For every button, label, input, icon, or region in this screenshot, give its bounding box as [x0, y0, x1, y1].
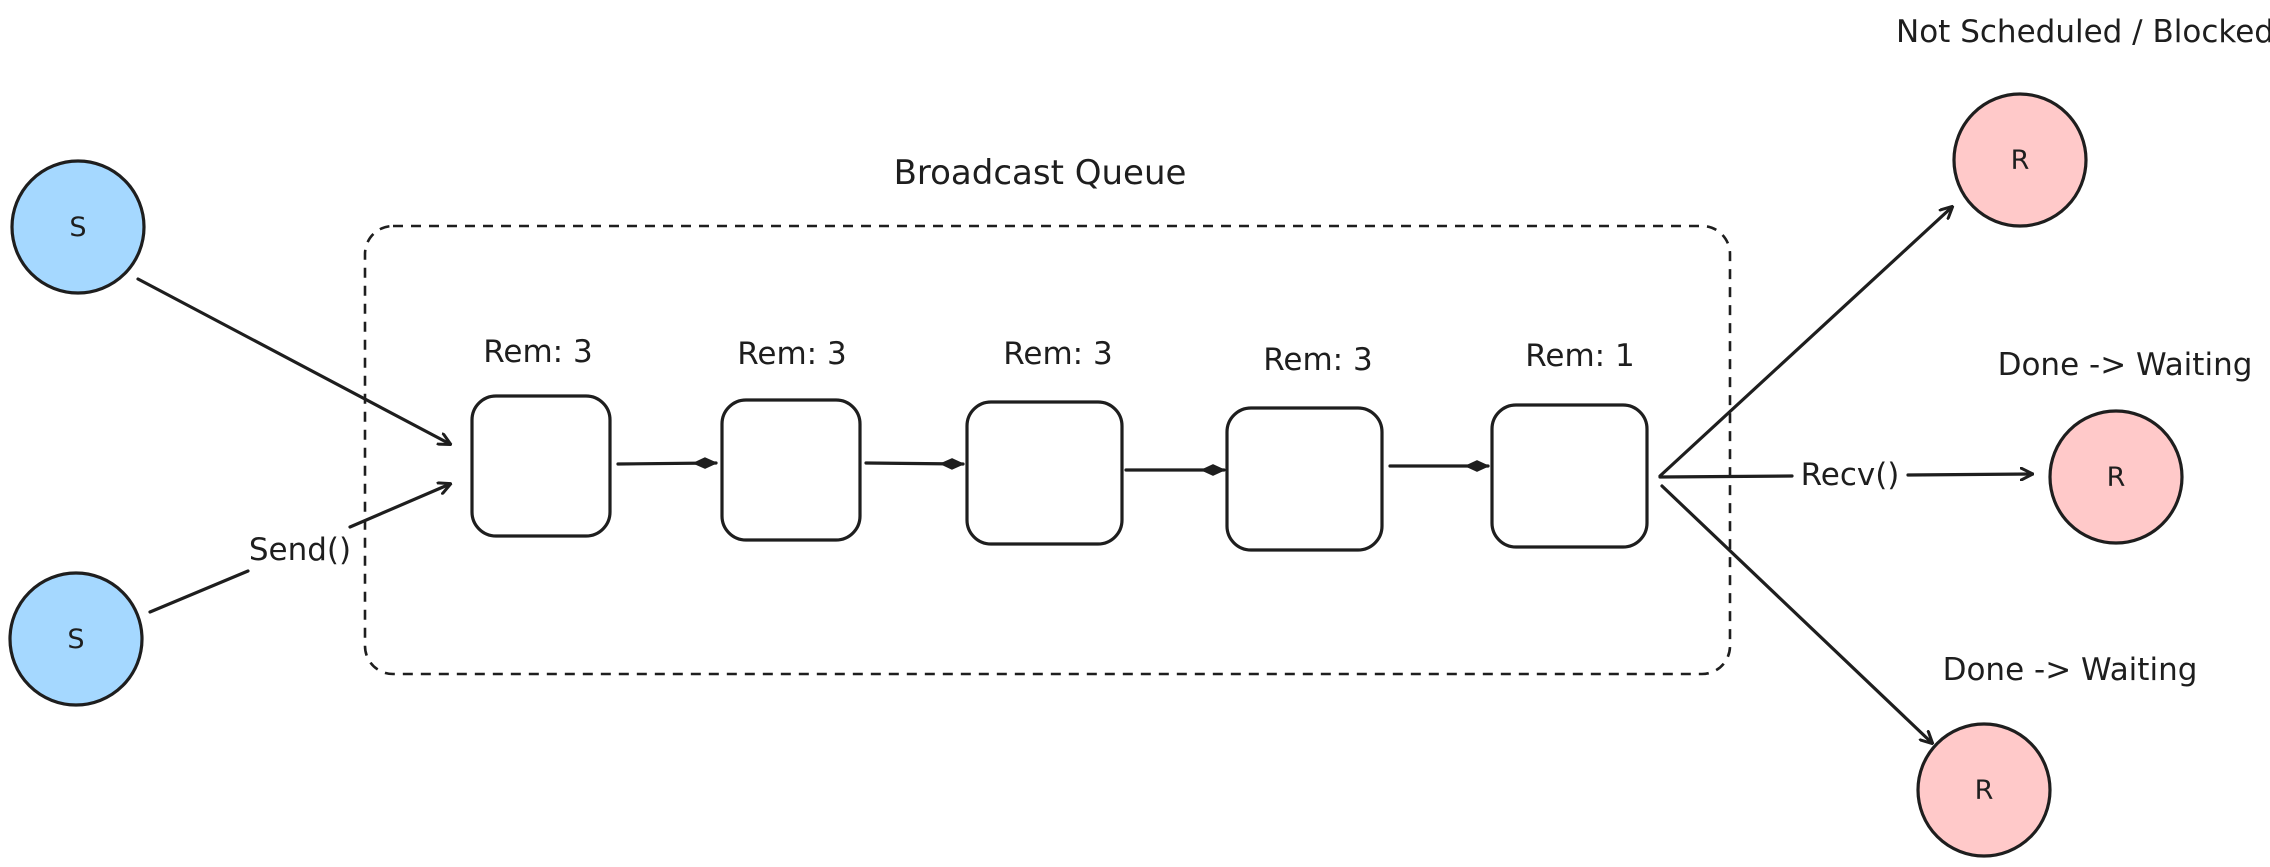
receiver-status: Not Scheduled / Blocked: [1896, 14, 2270, 50]
send-arrow: [148, 484, 450, 614]
queue-slot: Rem: 1: [1490, 338, 1649, 549]
queue-slot: Rem: 3: [470, 334, 612, 538]
receiver-circle: [1952, 92, 2088, 228]
queue-slot: Rem: 3: [1225, 342, 1384, 552]
broadcast-queue: Broadcast Queue: [363, 153, 1732, 676]
receiver-circle: [1916, 722, 2052, 858]
send-label: Send(): [249, 532, 351, 568]
queue-slot: Rem: 3: [720, 336, 862, 542]
receiver-letter: R: [2107, 462, 2126, 493]
sender-circle: [10, 159, 146, 295]
queue-border: [363, 224, 1732, 676]
sender-circle: [8, 571, 144, 707]
receiver-node: R Done -> Waiting: [1998, 347, 2253, 545]
receiver-status: Done -> Waiting: [1943, 652, 2198, 688]
slot-link: [864, 458, 965, 470]
recv-arrow: [1658, 207, 1952, 478]
recv-arrow: [1660, 484, 1932, 743]
receiver-node: R Done -> Waiting: [1916, 652, 2198, 858]
sender-node: S: [8, 571, 144, 707]
recv-arrow: [1658, 474, 2032, 477]
sender-letter: S: [67, 624, 84, 655]
receiver-letter: R: [2011, 145, 2030, 176]
sender-letter: S: [69, 212, 86, 243]
slot-box: [1490, 403, 1649, 549]
slot-box: [470, 394, 612, 538]
slot-links: [616, 457, 1490, 476]
queue-slot: Rem: 3: [965, 336, 1124, 546]
slot-remaining-label: Rem: 3: [1003, 336, 1112, 372]
receiver-letter: R: [1975, 775, 1994, 806]
slot-remaining-label: Rem: 3: [483, 334, 592, 370]
slot-box: [1225, 406, 1384, 552]
queue-title: Broadcast Queue: [894, 153, 1187, 193]
slot-remaining-label: Rem: 3: [1263, 342, 1372, 378]
slot-box: [965, 400, 1124, 546]
slot-link: [616, 457, 718, 469]
receiver-status: Done -> Waiting: [1998, 347, 2253, 383]
receiver-node: R Not Scheduled / Blocked: [1896, 14, 2270, 228]
send-edges: Send(): [136, 277, 450, 614]
receiver-circle: [2048, 409, 2184, 545]
queue-slots: Rem: 3 Rem: 3 Rem: 3 Rem: 3 Rem: 1: [470, 334, 1649, 552]
recv-edges: Recv(): [1658, 207, 2032, 743]
recv-label: Recv(): [1801, 457, 1900, 493]
sender-node: S: [10, 159, 146, 295]
slot-box: [720, 398, 862, 542]
send-arrow: [136, 277, 450, 444]
slot-remaining-label: Rem: 1: [1525, 338, 1634, 374]
slot-remaining-label: Rem: 3: [737, 336, 846, 372]
